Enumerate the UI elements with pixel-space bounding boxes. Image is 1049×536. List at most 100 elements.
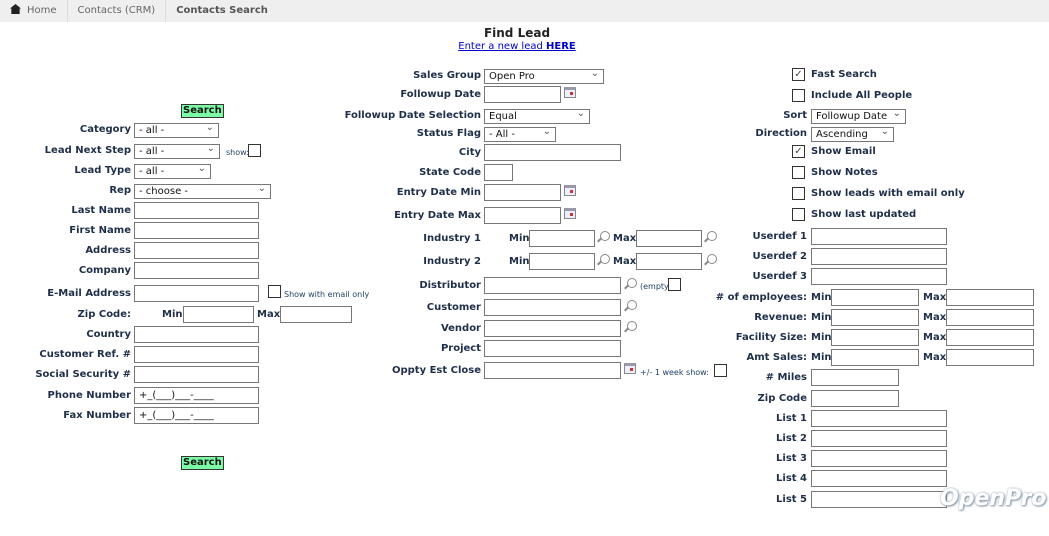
magnifier-icon[interactable] — [627, 321, 637, 331]
list-2-input[interactable] — [811, 430, 947, 447]
search-button-top[interactable]: Search — [181, 104, 224, 118]
new-lead-link[interactable]: Enter a new lead HERE — [458, 41, 576, 52]
status-flag-select[interactable]: - All - — [484, 125, 556, 142]
distributor-input[interactable] — [484, 277, 621, 294]
home-icon — [10, 4, 21, 14]
miles-input[interactable] — [811, 369, 899, 386]
industry-1-max-input[interactable] — [636, 230, 702, 247]
zip-min-input[interactable] — [183, 306, 254, 323]
zip-code-label: Zip Code: — [77, 309, 131, 320]
lead-type-label: Lead Type — [74, 165, 131, 176]
show-last-updated-label: Show last updated — [811, 209, 917, 220]
state-code-input[interactable] — [484, 164, 513, 181]
address-input[interactable] — [134, 242, 259, 259]
vendor-input[interactable] — [484, 320, 621, 337]
include-all-people-label: Include All People — [811, 90, 913, 101]
magnifier-icon[interactable] — [600, 231, 610, 241]
customer-ref-label: Customer Ref. # — [39, 349, 131, 360]
phone-number-input[interactable]: +_(___)___-____ — [134, 387, 259, 404]
list-2-label: List 2 — [776, 433, 807, 444]
sort-select[interactable]: Followup Date — [811, 107, 906, 124]
lead-type-select[interactable]: - all - — [134, 162, 211, 179]
lead-next-step-select[interactable]: - all - — [134, 142, 220, 159]
sales-group-select[interactable]: Open Pro — [484, 67, 604, 84]
e-mail-address-input[interactable] — [134, 285, 259, 302]
show-email-label: Show Email — [811, 146, 876, 157]
oppty-est-close-input[interactable] — [484, 362, 621, 379]
sales-group-label: Sales Group — [413, 70, 481, 81]
zip-code-label: Zip Code — [757, 393, 807, 404]
revenue-max-input[interactable] — [946, 309, 1034, 326]
magnifier-icon[interactable] — [627, 278, 637, 288]
fast-search-checkbox[interactable]: ✓ — [792, 68, 805, 81]
industry-2-max-label: Max — [613, 256, 637, 267]
industry-2-min-input[interactable] — [529, 253, 595, 270]
last-name-input[interactable] — [134, 202, 259, 219]
entry-date-min-input[interactable] — [484, 184, 561, 201]
breadcrumb-contacts[interactable]: Contacts (CRM) — [68, 0, 167, 22]
zip-max-input[interactable] — [280, 306, 352, 323]
social-security-input[interactable] — [134, 366, 259, 383]
userdef-1-label: Userdef 1 — [752, 231, 807, 242]
email-only-checkbox[interactable] — [268, 285, 281, 298]
of-employees-max-input[interactable] — [946, 289, 1034, 306]
amt-sales-label: Amt Sales: — [746, 352, 807, 363]
amt-sales-max-input[interactable] — [946, 349, 1034, 366]
include-all-people-checkbox[interactable] — [792, 89, 805, 102]
magnifier-icon[interactable] — [600, 254, 610, 264]
followup-date-selection-select[interactable]: Equal — [484, 107, 590, 124]
company-input[interactable] — [134, 262, 259, 279]
direction-select[interactable]: Ascending — [811, 125, 894, 142]
industry-1-min-input[interactable] — [529, 230, 595, 247]
calendar-icon[interactable] — [564, 185, 576, 196]
fast-search-label: Fast Search — [811, 69, 877, 80]
facility-size-max-input[interactable] — [946, 329, 1034, 346]
fax-number-input[interactable]: +_(___)___-____ — [134, 407, 259, 424]
revenue-min-input[interactable] — [831, 309, 919, 326]
show-last-updated-checkbox[interactable] — [792, 208, 805, 221]
sort-label: Sort — [783, 110, 807, 121]
city-input[interactable] — [484, 144, 621, 161]
show-notes-checkbox[interactable] — [792, 166, 805, 179]
customer-input[interactable] — [484, 299, 621, 316]
list-3-input[interactable] — [811, 450, 947, 467]
show-next-step-checkbox[interactable] — [248, 144, 261, 157]
magnifier-icon[interactable] — [707, 231, 717, 241]
show-leads-with-email-only-checkbox[interactable] — [792, 187, 805, 200]
userdef-1-input[interactable] — [811, 228, 947, 245]
calendar-icon[interactable] — [564, 208, 576, 219]
show-email-checkbox[interactable]: ✓ — [792, 145, 805, 158]
phone-number-label: Phone Number — [47, 390, 131, 401]
project-input[interactable] — [484, 340, 621, 357]
country-input[interactable] — [134, 326, 259, 343]
breadcrumb: Home Contacts (CRM) Contacts Search — [0, 0, 1049, 22]
facility-size-min-input[interactable] — [831, 329, 919, 346]
industry-2-min-label: Min — [509, 256, 530, 267]
zip-code-input[interactable] — [811, 390, 899, 407]
of-employees-min-input[interactable] — [831, 289, 919, 306]
followup-date-input[interactable] — [484, 86, 561, 103]
calendar-icon[interactable] — [624, 363, 636, 374]
list-4-input[interactable] — [811, 470, 947, 487]
entry-date-max-input[interactable] — [484, 207, 561, 224]
userdef-3-label: Userdef 3 — [752, 271, 807, 282]
first-name-input[interactable] — [134, 222, 259, 239]
oppty-show-checkbox[interactable] — [714, 364, 727, 377]
magnifier-icon[interactable] — [627, 300, 637, 310]
userdef-3-input[interactable] — [811, 268, 947, 285]
amt-sales-min-input[interactable] — [831, 349, 919, 366]
oppty-est-close-label: Oppty Est Close — [391, 365, 481, 376]
breadcrumb-home[interactable]: Home — [0, 0, 68, 22]
rep-select[interactable]: - choose - — [134, 182, 271, 199]
list-5-input[interactable] — [811, 491, 947, 508]
userdef-2-input[interactable] — [811, 248, 947, 265]
customer-ref-input[interactable] — [134, 346, 259, 363]
search-button-bottom[interactable]: Search — [181, 456, 224, 470]
revenue-min-label: Min — [811, 312, 832, 323]
list-1-input[interactable] — [811, 410, 947, 427]
industry-2-max-input[interactable] — [636, 253, 702, 270]
distributor-empty-checkbox[interactable] — [668, 278, 681, 291]
magnifier-icon[interactable] — [707, 254, 717, 264]
category-select[interactable]: - all - — [134, 121, 219, 138]
calendar-icon[interactable] — [564, 87, 576, 98]
